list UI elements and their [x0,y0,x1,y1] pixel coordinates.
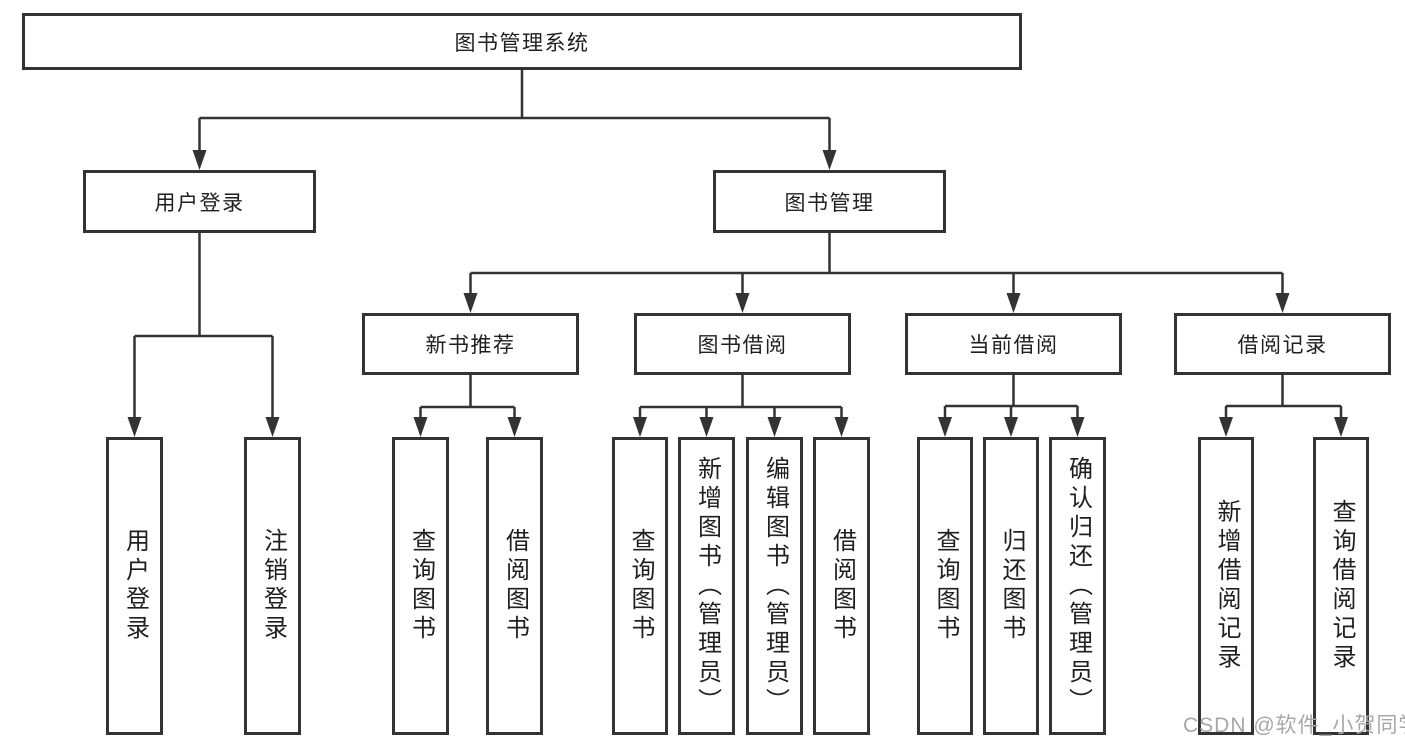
arrow-down-icon [265,417,280,437]
stem-lines [198,70,1284,407]
csdn-watermark: CSDN @软件_小贺同学 [1183,714,1405,737]
arrow-down-icon [127,417,142,437]
arrow-down-icon [463,293,478,313]
arrow-down-icon [834,417,849,437]
node-book-borrowing: 图书借阅 [634,313,851,375]
arrow-down-icon [822,150,837,170]
node-leaf-edit-books-admin: 编辑图书（管理员） [746,437,803,735]
node-leaf-user-login: 用户登录 [106,437,163,735]
node-leaf-query-books-borrowing: 查询图书 [612,437,668,735]
node-borrowing-records: 借阅记录 [1174,313,1391,375]
arrow-down-icon [1334,417,1348,437]
node-leaf-add-borrow-record: 新增借阅记录 [1198,437,1254,735]
arrow-down-icon [1219,417,1233,437]
node-leaf-logout: 注销登录 [244,437,301,735]
arrow-down-icon [1275,293,1290,313]
arrow-down-icon [1006,293,1021,313]
arrow-shaft-lines [133,118,1343,419]
node-leaf-borrow-books-recommend: 借阅图书 [486,437,543,735]
node-leaf-query-borrow-record: 查询借阅记录 [1313,437,1369,735]
node-new-book-recommendation: 新书推荐 [362,313,579,375]
arrow-down-icon [413,417,428,437]
node-root-library-management-system: 图书管理系统 [22,13,1022,70]
arrow-down-icon [507,417,522,437]
arrow-down-icon [1004,417,1018,437]
node-leaf-query-books-recommend: 查询图书 [392,437,449,735]
arrow-down-icon [767,417,782,437]
arrow-down-icon [735,293,750,313]
node-leaf-add-books-admin: 新增图书（管理员） [678,437,735,735]
arrow-down-icon [192,150,207,170]
node-current-borrowing: 当前借阅 [905,313,1122,375]
arrow-down-icon [633,417,647,437]
node-leaf-query-books-current: 查询图书 [917,437,973,735]
node-leaf-borrow-books: 借阅图书 [813,437,870,735]
node-book-management: 图书管理 [713,170,946,233]
node-user-login: 用户登录 [83,170,316,233]
arrow-down-icon [699,417,714,437]
node-leaf-return-books: 归还图书 [983,437,1039,735]
arrow-down-icon [938,417,952,437]
branch-lines [134,116,1341,409]
node-leaf-confirm-return-admin: 确认归还（管理员） [1049,437,1106,735]
arrow-down-icon [1070,417,1085,437]
